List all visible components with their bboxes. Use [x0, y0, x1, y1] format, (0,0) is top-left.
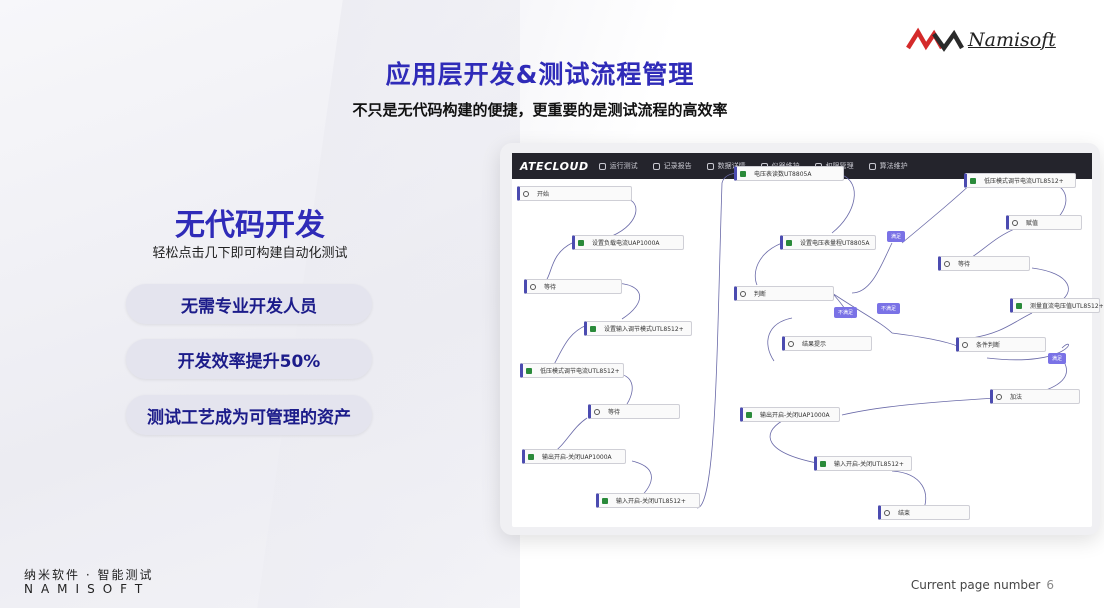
flow-node-set-input-mode[interactable]: 设置输入调节模式UTL8512+ [584, 321, 692, 336]
page-number-value: 6 [1046, 578, 1054, 592]
footer-company-en: NAMISOFT [24, 582, 151, 596]
feature-pill-2: 开发效率提升50% [126, 339, 372, 379]
gear-icon [578, 239, 584, 246]
flow-node-set-voltmeter-range[interactable]: 设置电压表量程UT8805A [780, 235, 876, 250]
gear-icon [602, 497, 608, 504]
clock-icon [523, 190, 529, 197]
left-title: 无代码开发 [175, 208, 325, 243]
flow-node-wait-1[interactable]: 等待 [524, 279, 622, 294]
report-icon [652, 162, 660, 170]
nav-algorithms[interactable]: 算法维护 [868, 161, 908, 171]
clock-icon [944, 260, 950, 267]
nav-reports[interactable]: 记录报告 [652, 161, 692, 171]
stop-icon [884, 509, 890, 516]
condition-label-unsatisfied-1[interactable]: 不满足 [834, 307, 858, 318]
condition-label-satisfied-1[interactable]: 满足 [887, 231, 906, 242]
gear-icon [740, 170, 746, 177]
condition-label-unsatisfied-2[interactable]: 不满足 [877, 303, 901, 314]
nav-data-details[interactable]: 数据详情 [706, 161, 746, 171]
flow-node-measure-dc-voltage[interactable]: 测量直流电压值UTL8512+ [1010, 298, 1104, 313]
data-icon [706, 162, 714, 170]
page-subtitle: 不只是无代码构建的便捷，更重要的是测试流程的高效率 [352, 101, 728, 119]
flow-node-condition-judge[interactable]: 条件判断 [956, 337, 1046, 352]
clock-icon [594, 408, 600, 415]
app-brand: ATECLOUD [520, 159, 589, 173]
plus-icon [996, 393, 1002, 400]
flow-node-wait-3[interactable]: 等待 [938, 256, 1030, 271]
footer-company-cn: 纳米软件 · 智能测试 [24, 568, 154, 582]
page-number-label: Current page number [910, 578, 1041, 592]
gear-icon [526, 367, 532, 374]
gear-icon [786, 239, 792, 246]
flow-node-result-prompt[interactable]: 结果提示 [782, 336, 872, 351]
left-subtitle: 轻松点击几下即可构建自动化测试 [152, 246, 348, 261]
gear-icon [590, 325, 596, 332]
app-screenshot: ATECLOUD 运行测试 记录报告 数据详情 仪器维护 权限管理 算法维护 [500, 143, 1104, 535]
gear-icon [970, 177, 976, 184]
page-number: Current page number 6 [911, 578, 1054, 592]
flow-node-set-load-current[interactable]: 设置负载电流UAP1000A [572, 235, 684, 250]
feature-pill-1: 无需专业开发人员 [126, 284, 372, 324]
gear-icon [820, 460, 826, 467]
flow-node-judge[interactable]: 判断 [734, 286, 834, 301]
assign-icon [1012, 219, 1018, 226]
flow-node-voltmeter-read[interactable]: 电压表读数UT8805A [734, 166, 844, 181]
logo-mark-icon [906, 27, 964, 52]
play-icon [598, 162, 606, 170]
nav-run-test[interactable]: 运行测试 [598, 161, 638, 171]
flow-node-output-toggle-1[interactable]: 输出开启-关闭UAP1000A [522, 449, 626, 464]
branch-icon [740, 290, 746, 297]
gear-icon [528, 453, 534, 460]
flow-node-low-voltage-current[interactable]: 低压模式调节电流UTL8512+ [520, 363, 624, 378]
clock-icon [530, 283, 536, 290]
flow-node-low-voltage-current-2[interactable]: 低压模式调节电流UTL8512+ [964, 173, 1076, 188]
flow-node-start[interactable]: 开始 [517, 186, 632, 201]
flow-node-end[interactable]: 结束 [878, 505, 970, 520]
branch-icon [962, 341, 968, 348]
algorithm-icon [868, 162, 876, 170]
feature-pill-3: 测试工艺成为可管理的资产 [126, 395, 372, 435]
flow-node-input-toggle-2[interactable]: 输入开启-关闭UTL8512+ [814, 456, 912, 471]
page-title: 应用层开发&测试流程管理 [385, 60, 695, 89]
flow-node-input-toggle-1[interactable]: 输入开启-关闭UTL8512+ [596, 493, 700, 508]
flow-node-wait-2[interactable]: 等待 [588, 404, 680, 419]
gear-icon [746, 411, 752, 418]
gear-icon [1016, 302, 1022, 309]
app-window: ATECLOUD 运行测试 记录报告 数据详情 仪器维护 权限管理 算法维护 [512, 153, 1104, 527]
condition-label-satisfied-2[interactable]: 满足 [1048, 353, 1067, 364]
info-icon [788, 340, 794, 347]
flow-node-output-toggle-2[interactable]: 输出开启-关闭UAP1000A [740, 407, 840, 422]
namisoft-logo: Namisoft [906, 26, 1056, 54]
flow-node-assign[interactable]: 赋值 [1006, 215, 1082, 230]
logo-text: Namisoft [968, 29, 1056, 51]
flow-node-addition[interactable]: 加法 [990, 389, 1080, 404]
